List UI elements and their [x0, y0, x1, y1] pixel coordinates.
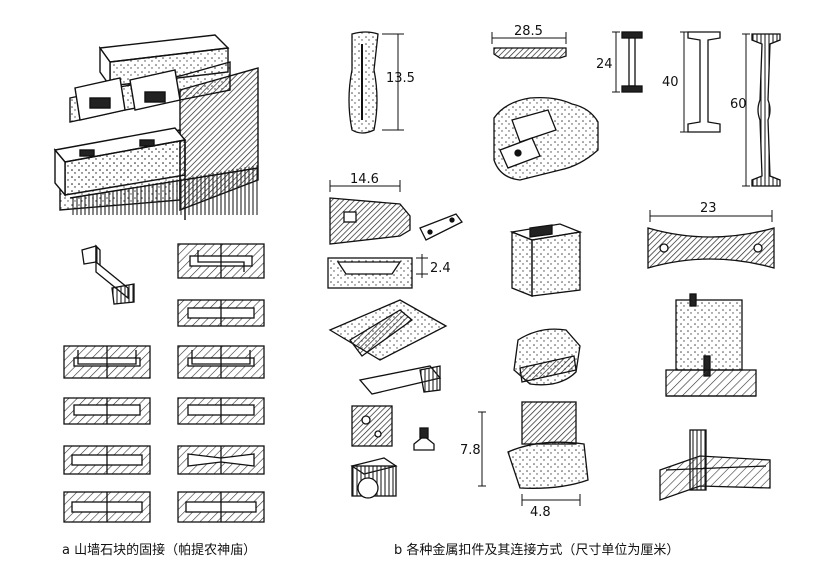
joint-sketch-2: [177, 299, 265, 327]
wedge-in-socket: [328, 299, 448, 395]
gable-masonry-illustration: [53, 34, 259, 220]
dim-24: 24: [596, 57, 613, 72]
clamp-profile: [327, 254, 428, 289]
dim-7-8: 7.8: [460, 443, 481, 458]
bowtie-clamp: [647, 210, 775, 269]
hand-with-clamp-illustration: [493, 96, 599, 181]
stepped-wall-corner: [659, 429, 771, 501]
z-clamp-illustration: [81, 244, 135, 305]
cube-and-knob: [350, 405, 435, 499]
i-clamp-small: [612, 31, 643, 93]
joint-sketch-1: [177, 243, 265, 279]
dim-60: 60: [730, 97, 747, 112]
joint-sketch-4: [177, 345, 265, 379]
i-clamp-medium: [680, 31, 721, 133]
dovetail-clamp: [329, 180, 463, 245]
dim-14-6: 14.6: [350, 172, 379, 187]
joint-sketch-8: [177, 445, 265, 475]
dim-13-5: 13.5: [386, 71, 415, 86]
flat-clamp-top: [491, 32, 567, 59]
socket-block: [509, 223, 583, 297]
dim-28-5: 28.5: [514, 24, 543, 39]
spindle-dowel: [348, 31, 404, 134]
joint-sketch-10: [177, 491, 265, 523]
joint-sketch-5: [63, 397, 151, 425]
dim-2-4: 2.4: [430, 261, 451, 276]
dim-23: 23: [700, 201, 717, 216]
dim-40: 40: [662, 75, 679, 90]
joint-sketch-6: [177, 397, 265, 425]
i-clamp-long: [742, 33, 781, 187]
dim-4-8: 4.8: [530, 505, 551, 520]
stone-with-clamp: [513, 328, 581, 386]
joint-sketch-9: [63, 491, 151, 523]
caption-a: a 山墙石块的固接（帕提农神庙）: [62, 543, 257, 558]
joint-sketch-7: [63, 445, 151, 475]
block-with-cut: [478, 401, 589, 506]
caption-b: b 各种金属扣件及其连接方式（尺寸单位为厘米）: [394, 543, 680, 558]
joint-sketch-3: [63, 345, 151, 379]
corner-block-elevation: [665, 293, 757, 397]
